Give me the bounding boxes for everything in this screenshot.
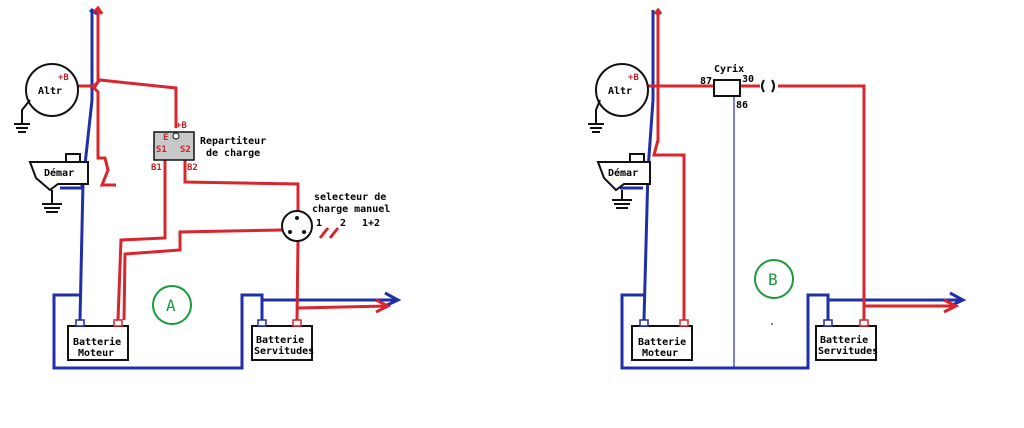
- splitter-title-line1: Repartiteur: [200, 135, 266, 147]
- starter-a: Démar: [28, 153, 89, 213]
- charge-splitter-a: +B E S1 S2 B1 B2 Repartiteur de charge: [151, 121, 266, 173]
- battery-engine-line2-b: Moteur: [642, 348, 678, 359]
- diagram-a: Altr +B Démar +B E S1 S2 B1 B2 Repartite…: [14, 5, 402, 370]
- battery-service-a: Batterie Servitudes: [251, 319, 314, 361]
- negative-wires-a: [52, 7, 402, 370]
- diagram-b: Altr +B Démar Cyrix 87 30 86 B: [588, 7, 967, 370]
- relay-pin-30: 30: [742, 74, 754, 85]
- selector-option-1: 1: [316, 218, 322, 229]
- circuit-label-b: B: [754, 259, 794, 299]
- selector-option-3: 1+2: [362, 218, 380, 229]
- battery-service-b: Batterie Servitudes: [815, 319, 878, 361]
- splitter-terminal-s2: S2: [180, 145, 191, 155]
- selector-title-line1: selecteur de: [314, 192, 386, 203]
- fuse-b: [761, 79, 775, 93]
- battery-engine-b: Batterie Moteur: [631, 319, 693, 361]
- alternator-label: Altr: [38, 86, 62, 97]
- alternator-label-b: Altr: [608, 86, 632, 97]
- circuit-letter-a: A: [166, 296, 176, 315]
- alternator-b: Altr +B: [588, 63, 649, 133]
- battery-engine-a: Batterie Moteur: [67, 319, 129, 361]
- battery-engine-line1-b: Batterie: [638, 336, 686, 348]
- splitter-terminal-s1: S1: [156, 145, 167, 155]
- positive-wires-b: [640, 7, 960, 320]
- splitter-title-line2: de charge: [206, 148, 260, 159]
- splitter-terminal-b2: B2: [187, 163, 198, 173]
- splitter-terminal-b1: B1: [151, 163, 162, 173]
- starter-b: Démar: [596, 153, 651, 209]
- battery-engine-line2: Moteur: [78, 348, 114, 359]
- battery-service-line2: Servitudes: [254, 345, 314, 357]
- negative-wires-b: [620, 10, 967, 370]
- alternator-terminal-label-b: +B: [628, 73, 639, 83]
- splitter-terminal-e: E: [163, 133, 168, 143]
- battery-service-line1-b: Batterie: [820, 334, 868, 346]
- charge-selector-a: selecteur de charge manuel 1 2 1+2: [281, 192, 390, 242]
- selector-option-2: 2: [340, 218, 346, 229]
- battery-service-line1: Batterie: [256, 334, 304, 346]
- circuit-label-a: A: [152, 285, 192, 325]
- positive-wires-a: [78, 5, 392, 321]
- starter-label-b: Démar: [608, 167, 638, 179]
- relay-name: Cyrix: [714, 63, 744, 75]
- relay-pin-87: 87: [700, 76, 712, 87]
- alternator-a: Altr +B: [14, 63, 79, 133]
- battery-service-line2-b: Servitudes: [818, 345, 878, 357]
- stray-dot: [771, 323, 773, 325]
- relay-pin-86: 86: [736, 100, 748, 111]
- cyrix-relay-b: Cyrix 87 30 86: [700, 63, 754, 111]
- splitter-terminal-plus: +B: [176, 121, 187, 131]
- starter-label: Démar: [44, 167, 74, 179]
- alternator-terminal-label: +B: [58, 73, 69, 83]
- battery-engine-line1: Batterie: [73, 336, 121, 348]
- circuit-letter-b: B: [768, 270, 778, 289]
- selector-title-line2: charge manuel: [312, 204, 390, 215]
